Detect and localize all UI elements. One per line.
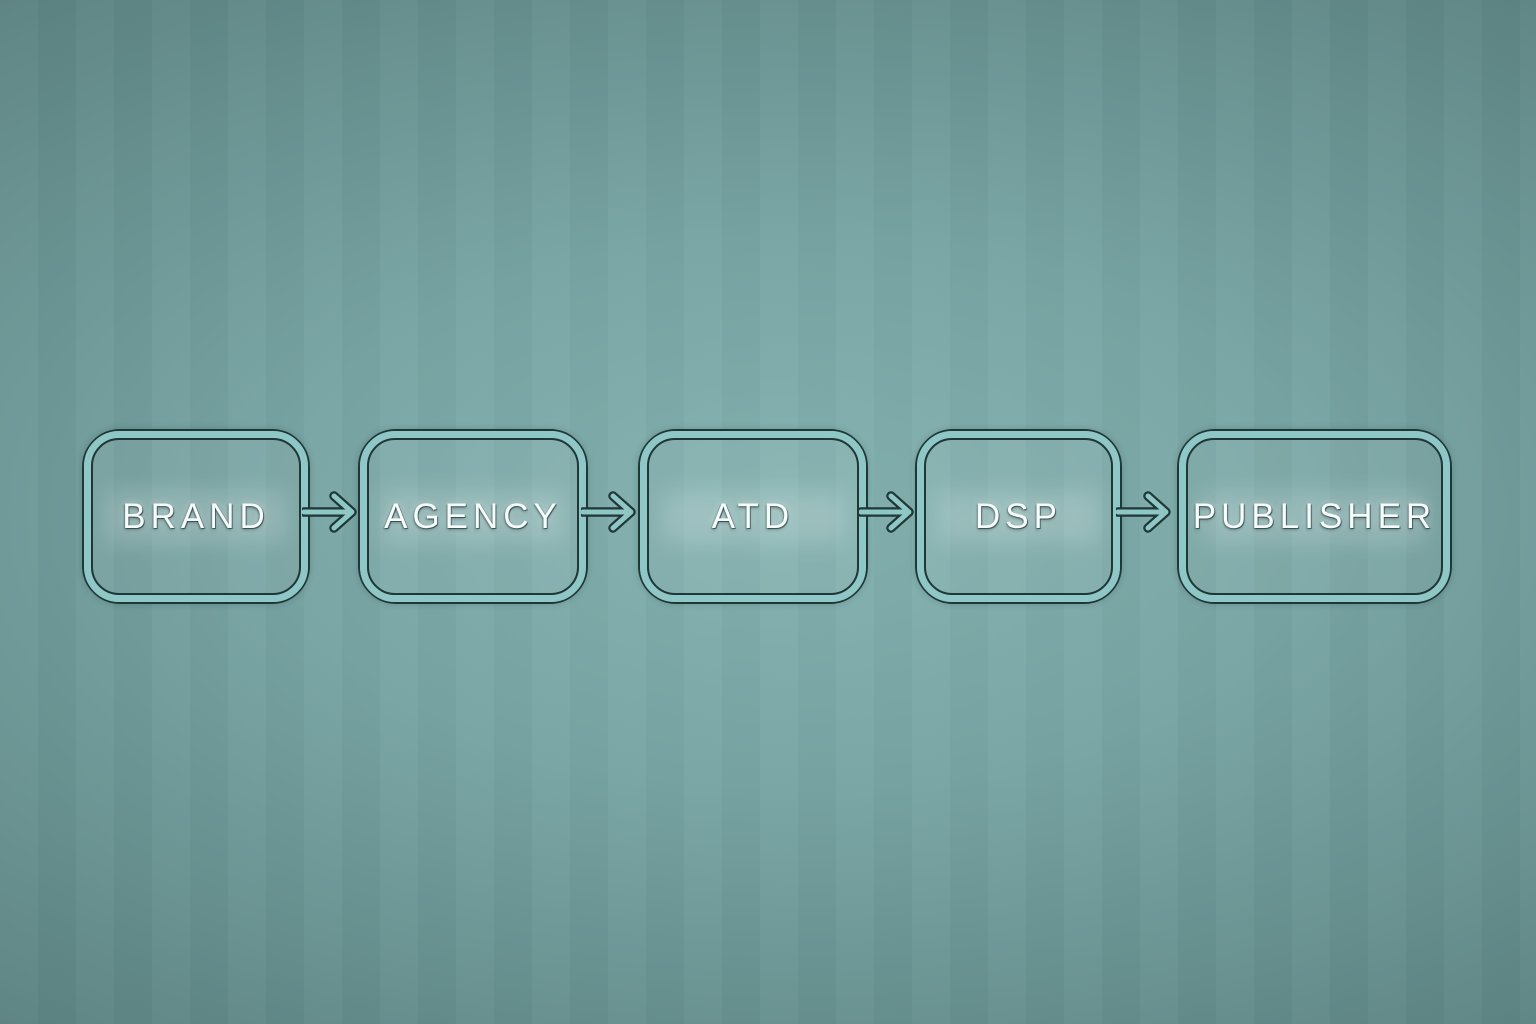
- flow-node-agency: AGENCY: [358, 429, 588, 604]
- flow-node-dsp: DSP: [915, 429, 1122, 604]
- label-glow: [937, 490, 1100, 543]
- flow-node-atd: ATD: [638, 429, 868, 604]
- flow-node-body: ATD: [649, 440, 857, 593]
- label-glow: [1203, 490, 1426, 543]
- label-glow: [105, 490, 287, 543]
- flow-node-body: BRAND: [93, 440, 299, 593]
- flow-node-body: AGENCY: [369, 440, 577, 593]
- flow-node-label: PUBLISHER: [1192, 496, 1437, 536]
- arrow-right-icon: [302, 491, 357, 533]
- flow-node-body: PUBLISHER: [1188, 440, 1441, 593]
- arrow-right-icon: [1116, 491, 1171, 533]
- arrow-right-icon: [859, 491, 914, 533]
- flow-node-label: DSP: [975, 496, 1062, 536]
- flow-node-label: BRAND: [122, 496, 270, 536]
- label-glow: [661, 490, 845, 543]
- arrow-right-icon: [581, 491, 636, 533]
- flow-node-label: ATD: [711, 496, 795, 536]
- label-glow: [381, 490, 565, 543]
- flow-node-publisher: PUBLISHER: [1177, 429, 1452, 604]
- flow-node-brand: BRAND: [82, 429, 310, 604]
- flow-node-body: DSP: [926, 440, 1111, 593]
- flow-node-label: AGENCY: [384, 496, 562, 536]
